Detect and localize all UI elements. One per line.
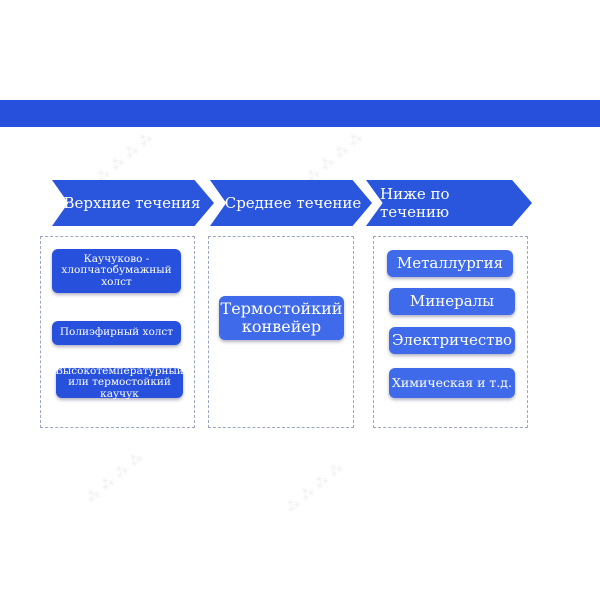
upstream-item-heat-rubber: Высокотемпературный или термостойкий кау…	[55, 364, 184, 400]
stage-upstream-label: Верхние течения	[63, 194, 201, 212]
downstream-item-chemical: Химическая и т.д.	[389, 368, 515, 398]
upstream-item-rubber-cotton: Каучуково - хлопчатобумажный холст	[52, 249, 181, 293]
midstream-item-conveyor: Термостойкий конвейер	[219, 296, 344, 340]
watermark-mark: ⁂ ⁂ ⁂ ⁂	[92, 129, 157, 187]
stage-downstream-label: Ниже по течению	[380, 185, 450, 221]
watermark-mark: ⁂ ⁂ ⁂ ⁂	[82, 449, 147, 507]
stage-midstream-label: Среднее течение	[224, 194, 362, 212]
downstream-item-minerals: Минералы	[389, 288, 515, 315]
downstream-item-electricity: Электричество	[389, 327, 515, 354]
stage-downstream-chevron: Ниже по течению	[366, 180, 532, 226]
stage-upstream-chevron: Верхние течения	[52, 180, 214, 226]
downstream-item-metallurgy: Металлургия	[387, 250, 513, 277]
watermark-mark: ⁂ ⁂ ⁂ ⁂	[302, 129, 367, 187]
upstream-item-polyester: Полиэфирный холст	[52, 321, 181, 345]
stage-midstream-chevron: Среднее течение	[210, 180, 372, 226]
header-band	[0, 100, 600, 127]
watermark-mark: ⁂ ⁂ ⁂ ⁂	[282, 459, 347, 517]
